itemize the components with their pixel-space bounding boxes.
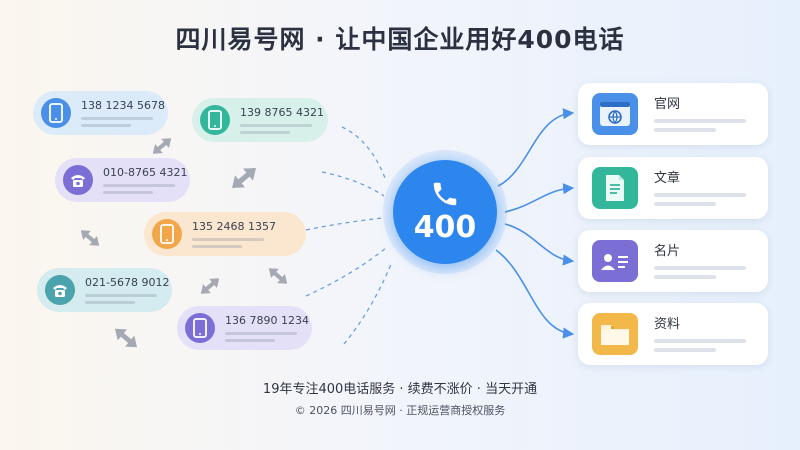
document-icon [592,167,638,209]
placeholder-line [654,192,746,197]
placeholder-line [240,131,290,134]
swap-arrow-icon [232,167,256,189]
placeholder-line [103,184,175,187]
output-arrows [495,108,575,339]
phone-handset-icon [433,182,457,206]
placeholder-line [81,117,153,120]
footer-copyright: © 2026 四川易号网 · 正规运营商授权服务 [294,404,506,417]
placeholder-line [654,118,746,123]
swap-arrow-icon [200,278,220,294]
swap-arrow-icon [268,268,288,284]
dashed-input-lines [305,126,393,345]
phone-number-card: 139 8765 4321 [192,98,328,142]
website-icon [592,93,638,135]
destination-card-website: 官网 [578,83,768,145]
placeholder-line [192,238,264,241]
placeholder-line [654,347,716,352]
placeholder-line [103,191,153,194]
placeholder-line [654,201,716,206]
placeholder-line [654,265,746,270]
business-card-icon [592,240,638,282]
mobile-phone-icon [41,98,71,128]
hub-label: 400 [413,210,477,245]
placeholder-line [225,339,275,342]
swap-arrow-icon [114,328,138,348]
swap-arrow-icon [80,230,100,246]
phone-number: 021-5678 9012 [85,276,170,289]
placeholder-line [240,124,312,127]
destination-label: 名片 [654,243,681,259]
hub-400: 400 [393,160,497,264]
placeholder-line [85,294,157,297]
destination-label: 官网 [654,96,681,112]
placeholder-line [85,301,135,304]
folder-icon [592,313,638,355]
destination-card-article: 文章 [578,157,768,219]
phone-number: 135 2468 1357 [192,220,276,233]
destination-label: 资料 [654,316,681,332]
page-title: 四川易号网 · 让中国企业用好400电话 [175,25,625,54]
destination-card-materials: 资料 [578,303,768,365]
phone-number: 138 1234 5678 [81,99,165,112]
phone-number-card: 138 1234 5678 [33,91,168,135]
mobile-phone-icon [200,105,230,135]
footer-tagline: 19年专注400电话服务 · 续费不涨价 · 当天开通 [262,382,538,397]
desk-phone-icon [63,165,93,195]
placeholder-line [654,338,746,343]
placeholder-line [192,245,242,248]
phone-number: 010-8765 4321 [103,166,188,179]
mobile-phone-icon [152,219,182,249]
swap-arrow-icon [152,138,172,154]
destination-card-business-card: 名片 [578,230,768,292]
phone-number-card: 010-8765 4321 [55,158,190,202]
placeholder-line [81,124,131,127]
phone-number: 139 8765 4321 [240,106,324,119]
placeholder-line [654,127,716,132]
phone-number: 136 7890 1234 [225,314,309,327]
placeholder-line [654,274,716,279]
phone-number-card: 135 2468 1357 [144,212,306,256]
placeholder-line [225,332,297,335]
swap-arrows [80,138,288,348]
desk-phone-icon [45,275,75,305]
mobile-phone-icon [185,313,215,343]
phone-number-card: 021-5678 9012 [37,268,172,312]
phone-number-card: 136 7890 1234 [177,306,312,350]
destination-label: 文章 [654,170,681,186]
